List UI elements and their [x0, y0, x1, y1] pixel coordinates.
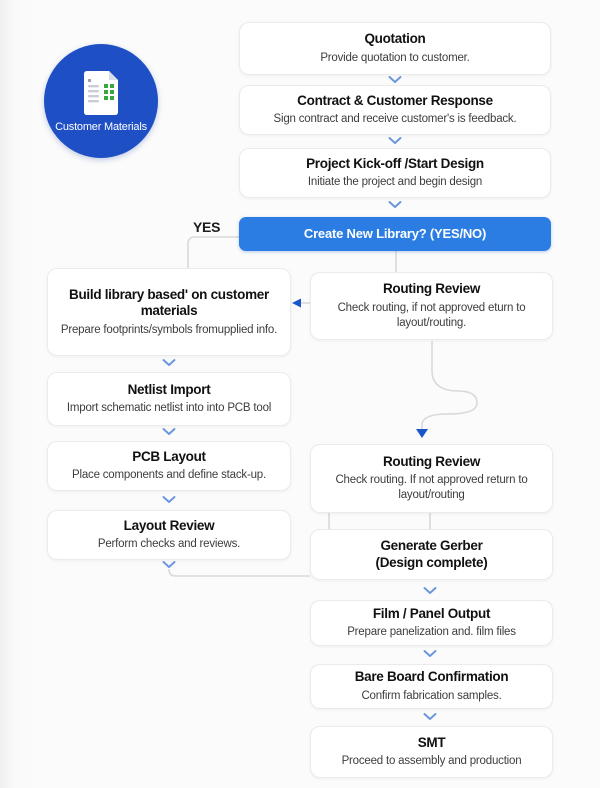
flow-node-pcb-layout: PCB Layout Place components and define s…: [47, 441, 291, 491]
node-subtitle: Import schematic netlist into into PCB t…: [66, 402, 272, 415]
chevron-down-icon: [388, 76, 402, 83]
flow-node-bare-board-confirmation: Bare Board Confirmation Confirm fabricat…: [310, 664, 553, 709]
node-title: Routing Review: [382, 453, 481, 469]
node-title: PCB Layout: [132, 448, 206, 464]
node-title: Generate Gerber: [380, 537, 483, 553]
flow-node-routing-review-2: Routing Review Check routing. If not app…: [310, 444, 553, 513]
flow-node-kickoff: Project Kick-off /Start Design Initiate …: [239, 148, 551, 198]
flow-node-quotation: Quotation Provide quotation to customer.: [239, 22, 551, 75]
node-subtitle: Place components and define stack-up.: [72, 469, 266, 482]
flow-node-layout-review: Layout Review Perform checks and reviews…: [47, 510, 291, 560]
node-subtitle: Prepare footprints/symbols fromupplied i…: [60, 323, 278, 336]
chevron-down-icon: [162, 428, 176, 435]
chevron-down-icon: [423, 713, 437, 720]
node-subtitle: Provide quotation to customer.: [320, 51, 470, 64]
node-title: Netlist Import: [127, 381, 211, 397]
node-title: Project Kick-off /Start Design: [306, 155, 484, 171]
node-title: Routing Review: [382, 281, 481, 297]
node-subtitle: Confirm fabrication samples.: [361, 689, 502, 702]
merge-line: [168, 569, 310, 577]
node-subtitle: Perform checks and reviews.: [97, 538, 241, 551]
yes-branch-line: [187, 236, 239, 268]
chevron-down-icon: [388, 201, 402, 208]
arrow-left-icon: [292, 298, 301, 308]
flow-node-film-panel-output: Film / Panel Output Prepare panelization…: [310, 600, 553, 646]
customer-materials-badge: Customer Materials: [44, 44, 158, 158]
node-title: Bare Board Confirmation: [354, 669, 509, 685]
chevron-down-icon: [162, 561, 176, 568]
document-icon: [84, 70, 118, 115]
node-subtitle: Initiate the project and begin design: [307, 176, 483, 189]
chevron-down-icon: [162, 496, 176, 503]
flow-node-create-library-decision: Create New Library? (YES/NO): [239, 217, 551, 251]
node-subtitle: Prepare panelization and. film files: [347, 626, 516, 639]
node-subtitle: Check routing. If not approved return to…: [335, 474, 528, 502]
badge-label: Customer Materials: [55, 120, 147, 133]
chevron-down-icon: [423, 650, 437, 657]
s-curve-line: [421, 341, 478, 429]
node-title-line2: (Design complete): [375, 555, 488, 570]
flow-node-build-library: Build library based' on customer materia…: [47, 268, 291, 356]
chevron-down-icon: [162, 359, 176, 366]
node-title: Layout Review: [123, 517, 215, 533]
flow-node-generate-gerber: Generate Gerber (Design complete): [310, 529, 553, 580]
chevron-down-icon: [388, 137, 402, 144]
node-title: Contract & Customer Response: [297, 92, 493, 108]
node-title: Create New Library? (YES/NO): [303, 226, 487, 242]
node-title: Quotation: [364, 31, 426, 47]
yes-branch-label: YES: [193, 219, 221, 235]
node-subtitle: Proceed to assembly and production: [341, 755, 522, 768]
flow-node-contract: Contract & Customer Response Sign contra…: [239, 85, 551, 135]
flow-node-routing-review-1: Routing Review Check routing, if not app…: [310, 272, 553, 340]
node-subtitle: Check routing, if not approved eturn to …: [337, 301, 526, 329]
node-title: Film / Panel Output: [372, 605, 491, 621]
node-subtitle: Sign contract and receive customer's is …: [273, 113, 517, 126]
node-title: SMT: [417, 734, 446, 750]
chevron-down-icon: [423, 587, 437, 594]
node-title: Build library based' on customer materia…: [69, 286, 269, 319]
flow-node-smt: SMT Proceed to assembly and production: [310, 726, 553, 778]
arrow-down-icon: [416, 429, 428, 438]
flow-node-netlist-import: Netlist Import Import schematic netlist …: [47, 372, 291, 426]
